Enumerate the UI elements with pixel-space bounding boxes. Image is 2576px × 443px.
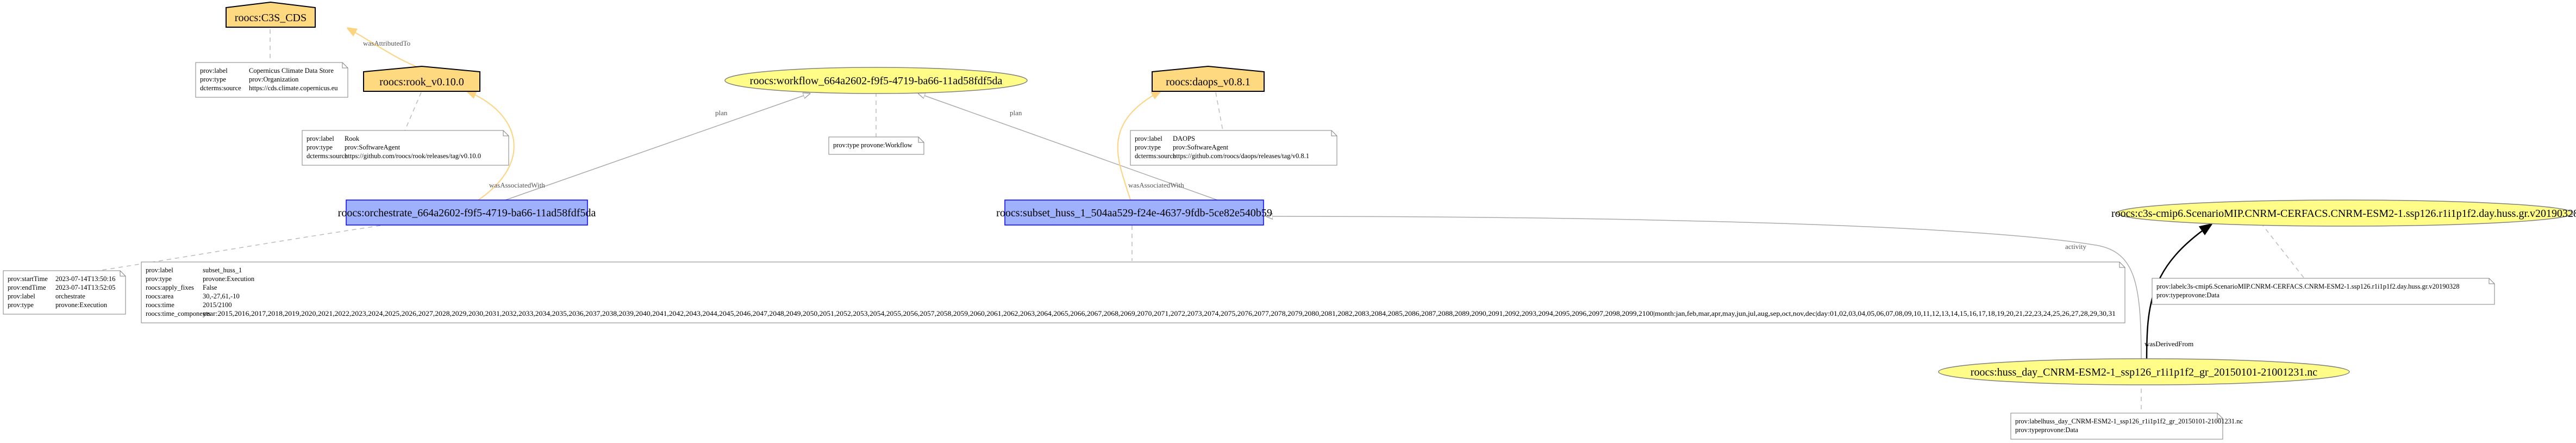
note-nc-file: prov:labelhuss_day_CNRM-ESM2-1_ssp126_r1… — [2010, 413, 2243, 440]
edge-label-plan-left: plan — [715, 109, 728, 117]
note-value: https://cds.climate.copernicus.eu — [249, 84, 338, 92]
note-key: dcterms:source — [1135, 152, 1176, 160]
note-value: provone:Execution — [203, 275, 255, 283]
agent-label-rook: roocs:rook_v0.10.0 — [379, 76, 464, 88]
edge-assoc-right — [1117, 91, 1160, 201]
note-subset: prov:label subset_huss_1 prov:type provone:… — [141, 261, 2125, 323]
note-key: prov:label — [307, 135, 334, 142]
entity-label-cmip6: roocs:c3s-cmip6.ScenarioMIP.CNRM-CERFACS… — [2111, 208, 2576, 220]
annotation-notes: prov:label Copernicus Climate Data Store p… — [3, 62, 2495, 440]
note-value: https://github.com/roocs/daops/releases/… — [1173, 152, 1309, 160]
note-value: Copernicus Climate Data Store — [249, 67, 334, 74]
note-key: dcterms:source — [307, 152, 348, 160]
activity-label-subset: roocs:subset_huss_1_504aa529-f24e-4637-9… — [996, 207, 1272, 219]
note-value: 2023-07-14T13:50:16 — [55, 275, 115, 283]
edge-activity — [1266, 216, 2142, 362]
edge-label-was-attributed-to: wasAttributedTo — [363, 39, 410, 47]
note-key: roocs:apply_fixes — [146, 284, 194, 291]
note-row: prov:typeprovone:Data — [2015, 426, 2078, 434]
note-key: roocs:time_components — [146, 310, 211, 317]
note-value: prov:SoftwareAgent — [345, 143, 401, 151]
note-row: prov:typeprovone:Data — [2156, 291, 2219, 299]
agent-node-cds[interactable]: roocs:C3S_CDS — [226, 1, 316, 28]
note-key: prov:type — [146, 275, 172, 283]
note-key: roocs:area — [146, 292, 174, 300]
note-key: prov:endTime — [8, 284, 46, 291]
edge-label-assoc-right: wasAssociatedWith — [1128, 181, 1184, 189]
note-value: DAOPS — [1173, 135, 1195, 142]
note-workflow: prov:type provone:Workflow — [828, 136, 924, 155]
note-row: prov:labelhuss_day_CNRM-ESM2-1_ssp126_r1… — [2015, 417, 2243, 425]
note-link-cmip6 — [2260, 222, 2305, 279]
entity-node-workflow[interactable]: roocs:workflow_664a2602-f9f5-4719-ba66-1… — [724, 67, 1028, 94]
note-value: 30,-27,61,-10 — [203, 292, 240, 300]
note-row: prov:type provone:Workflow — [833, 141, 912, 149]
note-value: https://github.com/roocs/rook/releases/t… — [345, 152, 481, 160]
note-value: 2023-07-14T13:52:05 — [55, 284, 115, 291]
note-key: prov:label — [200, 67, 228, 74]
edges: wasAttributedTo plan plan wasAssociatedW… — [97, 28, 2305, 413]
note-row: prov:labelc3s-cmip6.ScenarioMIP.CNRM-CER… — [2156, 283, 2460, 290]
note-link-orchestrate — [97, 225, 381, 271]
edge-plan-right — [918, 93, 1218, 201]
entity-node-nc-file[interactable]: roocs:huss_day_CNRM-ESM2-1_ssp126_r1i1p1… — [1938, 358, 2350, 385]
note-link-rook — [404, 92, 422, 131]
note-orchestrate: prov:startTime 2023-07-14T13:50:16 prov:en… — [3, 270, 126, 315]
edge-label-plan-right: plan — [1010, 109, 1022, 117]
note-key: prov:type — [307, 143, 333, 151]
activity-node-orchestrate[interactable]: roocs:orchestrate_664a2602-f9f5-4719-ba6… — [338, 199, 596, 226]
activity-node-subset[interactable]: roocs:subset_huss_1_504aa529-f24e-4637-9… — [996, 199, 1272, 226]
note-key: roocs:time — [146, 301, 174, 309]
note-value: subset_huss_1 — [203, 266, 242, 274]
note-value: False — [203, 284, 217, 291]
note-value: prov:Organization — [249, 76, 299, 83]
note-value: orchestrate — [55, 292, 85, 300]
note-link-daops — [1215, 92, 1223, 131]
edge-label-activity: activity — [2065, 242, 2086, 251]
note-rook: prov:label Rook prov:type prov:SoftwareAgen… — [302, 130, 509, 166]
note-value: 2015/2100 — [203, 301, 232, 309]
note-key: prov:label — [1135, 135, 1162, 142]
entity-node-cmip6[interactable]: roocs:c3s-cmip6.ScenarioMIP.CNRM-CERFACS… — [2111, 199, 2576, 227]
note-value: provone:Execution — [55, 301, 108, 309]
agent-node-daops[interactable]: roocs:daops_v0.8.1 — [1152, 65, 1265, 92]
note-cmip6: prov:labelc3s-cmip6.ScenarioMIP.CNRM-CER… — [2152, 278, 2495, 305]
edge-plan-left — [505, 93, 810, 201]
note-daops: prov:label DAOPS prov:type prov:SoftwareAge… — [1130, 130, 1337, 166]
note-key: prov:label — [146, 266, 173, 274]
note-value: Rook — [345, 135, 360, 142]
note-key: prov:type — [8, 301, 34, 309]
edge-assoc-left — [467, 91, 515, 201]
activity-label-orchestrate: roocs:orchestrate_664a2602-f9f5-4719-ba6… — [338, 207, 596, 219]
entity-label-workflow: roocs:workflow_664a2602-f9f5-4719-ba66-1… — [750, 75, 1003, 87]
agent-node-rook[interactable]: roocs:rook_v0.10.0 — [363, 65, 480, 92]
agent-label-cds: roocs:C3S_CDS — [235, 12, 307, 24]
note-value: prov:SoftwareAgent — [1173, 143, 1229, 151]
agent-label-daops: roocs:daops_v0.8.1 — [1166, 76, 1251, 88]
edge-was-attributed-to — [348, 28, 424, 70]
note-key: prov:startTime — [8, 275, 48, 283]
note-key: prov:type — [1135, 143, 1161, 151]
edge-label-assoc-left: wasAssociatedWith — [489, 181, 545, 189]
edge-label-derived: wasDerivedFrom — [2144, 340, 2193, 348]
entity-label-nc-file: roocs:huss_day_CNRM-ESM2-1_ssp126_r1i1p1… — [1971, 366, 2317, 378]
note-value: year:2015,2016,2017,2018,2019,2020,2021,… — [203, 310, 2116, 317]
note-key: dcterms:source — [200, 84, 241, 92]
note-key: prov:type — [200, 76, 226, 83]
note-cds: prov:label Copernicus Climate Data Store p… — [195, 62, 348, 98]
note-key: prov:label — [8, 292, 35, 300]
